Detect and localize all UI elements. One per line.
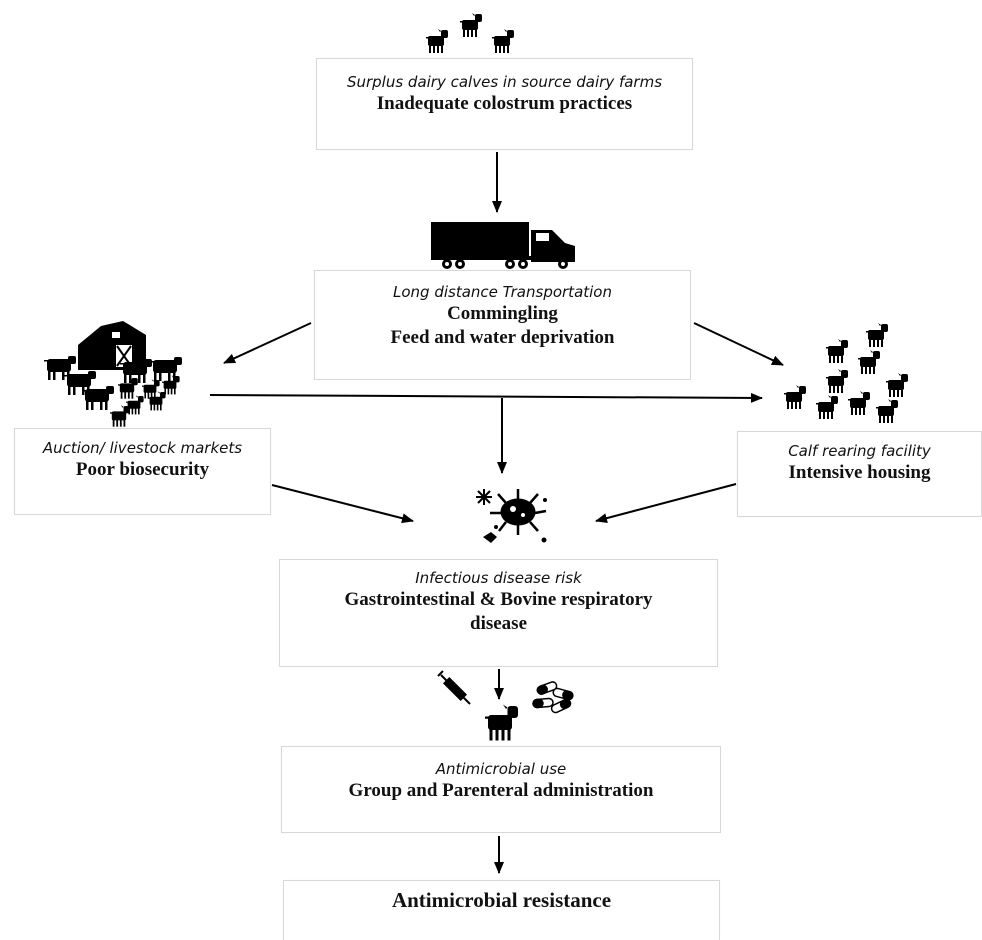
node-subtitle: Long distance Transportation <box>392 283 612 301</box>
arrow-auction-to-disease <box>271 484 414 524</box>
arrow-transport-to-auction <box>223 322 312 364</box>
node-label: Antimicrobial resistance <box>391 888 612 912</box>
node-auction: Auction/ livestock markets Poor biosecur… <box>14 428 271 515</box>
node-amu: Antimicrobial use Group and Parenteral a… <box>281 746 721 833</box>
node-label: Inadequate colostrum practices <box>376 93 633 114</box>
syringe-icon <box>437 670 471 705</box>
node-label: Intensive housing <box>788 462 931 483</box>
node-subtitle: Antimicrobial use <box>435 760 567 778</box>
node-subtitle: Infectious disease risk <box>415 569 582 587</box>
node-label: Commingling <box>447 303 558 324</box>
node-label: disease <box>470 613 527 634</box>
node-subtitle: Calf rearing facility <box>788 442 931 460</box>
node-label: Poor biosecurity <box>75 459 210 480</box>
node-subtitle: Auction/ livestock markets <box>42 439 243 457</box>
microbe-icon <box>476 489 547 543</box>
node-label: Gastrointestinal & Bovine respiratory <box>344 589 653 610</box>
truck-icon <box>431 222 575 269</box>
barn-herd-icon <box>44 321 182 427</box>
calf-icon <box>485 704 518 741</box>
node-amr: Antimicrobial resistance <box>283 880 720 940</box>
node-transportation: Long distance Transportation Commingling… <box>314 270 691 380</box>
arrow-auction-to-rearing <box>209 392 763 403</box>
node-label: Group and Parenteral administration <box>348 780 654 801</box>
node-label: Feed and water deprivation <box>390 327 615 348</box>
arrow-rearing-to-disease <box>595 483 737 524</box>
arrow-transport-to-rearing <box>693 322 784 366</box>
node-disease: Infectious disease risk Gastrointestinal… <box>279 559 718 667</box>
calves-group-icon <box>426 13 514 53</box>
node-source-farms: Surplus dairy calves in source dairy far… <box>316 58 693 150</box>
pills-icon <box>532 681 574 714</box>
node-rearing: Calf rearing facility Intensive housing <box>737 431 982 517</box>
calves-herd-icon <box>784 323 908 423</box>
node-subtitle: Surplus dairy calves in source dairy far… <box>346 73 663 91</box>
